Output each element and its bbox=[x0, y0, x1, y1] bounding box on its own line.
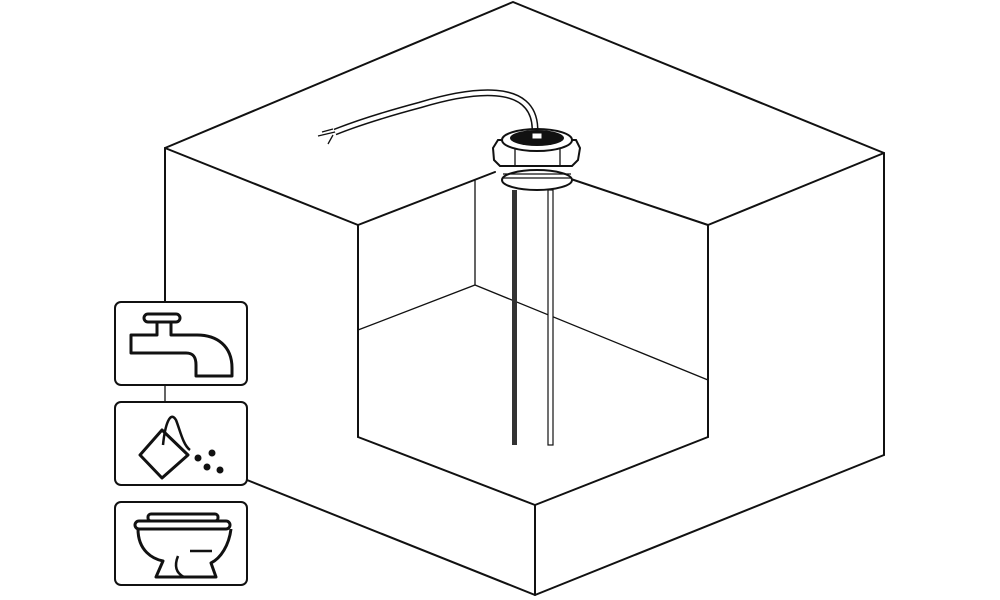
application-icons bbox=[114, 301, 248, 586]
grey-water-bucket-icon bbox=[114, 401, 248, 486]
sensor-thread bbox=[501, 169, 573, 191]
cable-wires bbox=[317, 128, 336, 145]
tank-top-front-edges bbox=[164, 147, 885, 226]
cutout-floor-lines bbox=[357, 284, 709, 381]
sensor bbox=[317, 89, 582, 446]
probe-rod-dark bbox=[512, 190, 517, 445]
toilet-icon bbox=[114, 501, 248, 586]
cutout-top-edges bbox=[357, 171, 709, 226]
probe-rod-light bbox=[547, 189, 554, 446]
cutout-verticals bbox=[357, 224, 709, 438]
tank-box bbox=[164, 1, 885, 596]
water-tap-icon bbox=[114, 301, 248, 386]
tank-bottom-edges bbox=[246, 454, 885, 596]
sensor-cable bbox=[333, 89, 539, 136]
cutout-bottom-edges bbox=[357, 436, 709, 506]
tank-top-back-edges bbox=[164, 1, 885, 154]
